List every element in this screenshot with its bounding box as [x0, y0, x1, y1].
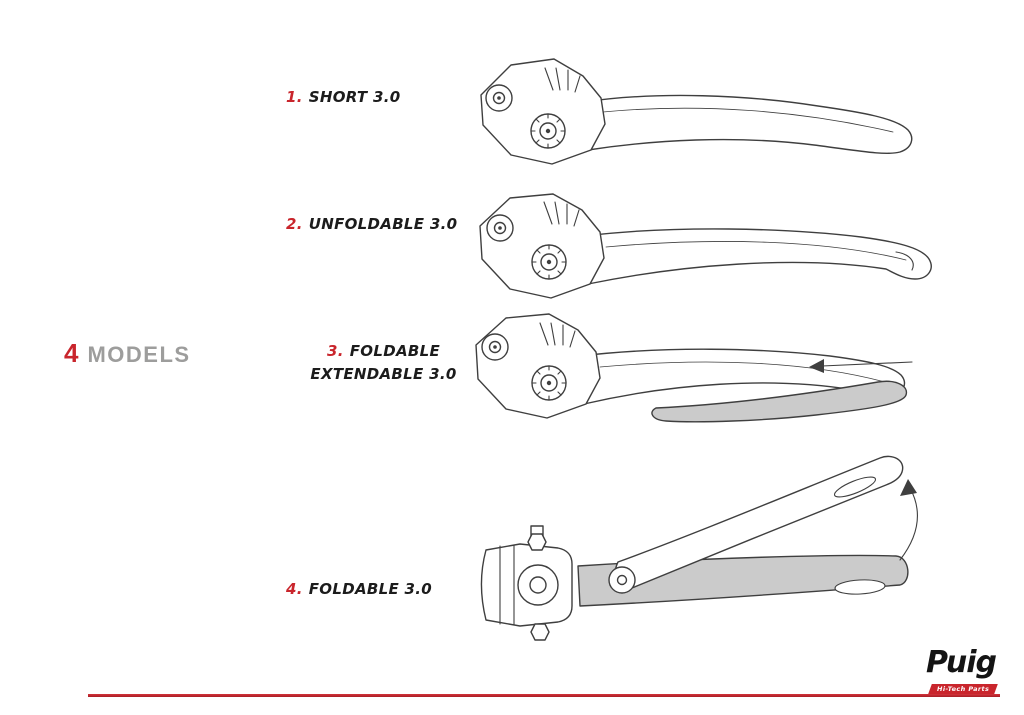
model-label-unfoldable: 2. UNFOLDABLE 3.0: [286, 215, 457, 233]
puig-logo: Puig Hi-Tech Parts: [926, 645, 999, 696]
lever-short-illustration: [480, 58, 913, 165]
lever-foldable-extendable-illustration: [475, 313, 913, 423]
lever-foldable-illustration: [480, 455, 918, 641]
model-number: 3.: [326, 342, 344, 360]
lever-blade: [583, 228, 932, 285]
models-heading: 4 MODELS: [64, 338, 191, 369]
puig-logo-underline: Hi-Tech Parts: [928, 684, 999, 694]
adjuster-dial: [531, 365, 567, 401]
fold-direction-arrow-icon: [899, 479, 918, 561]
model-name: SHORT 3.0: [308, 88, 401, 106]
adjuster-dial: [530, 113, 566, 149]
model-name: FOLDABLE 3.0: [308, 580, 432, 598]
lever-unfoldable-illustration: [479, 193, 932, 299]
pivot-bolt: [608, 566, 636, 594]
model-name: UNFOLDABLE 3.0: [308, 215, 458, 233]
model-number: 4.: [286, 580, 303, 598]
lever-blade-folded: [614, 455, 904, 590]
model-number: 2.: [286, 215, 303, 233]
footer-rule: [88, 694, 1000, 697]
puig-brand-text: Puig: [926, 645, 997, 680]
model-label-foldable-extendable: 3.FOLDABLE EXTENDABLE 3.0: [281, 340, 486, 385]
lever-blade: [583, 94, 913, 154]
lever-bracket: [475, 313, 601, 419]
puig-tagline: Hi-Tech Parts: [937, 685, 990, 693]
extend-direction-arrow-icon: [809, 359, 913, 373]
model-label-short: 1. SHORT 3.0: [286, 88, 400, 106]
model-number: 1.: [286, 88, 303, 106]
lever-extension: [651, 380, 908, 423]
adjuster-dial: [531, 244, 567, 280]
lever-bracket: [480, 58, 606, 165]
models-word: MODELS: [87, 342, 191, 367]
models-count: 4: [64, 338, 79, 368]
clamp-bracket: [480, 525, 573, 641]
model-label-foldable: 4. FOLDABLE 3.0: [286, 580, 432, 598]
model-name: FOLDABLE EXTENDABLE 3.0: [310, 342, 457, 383]
